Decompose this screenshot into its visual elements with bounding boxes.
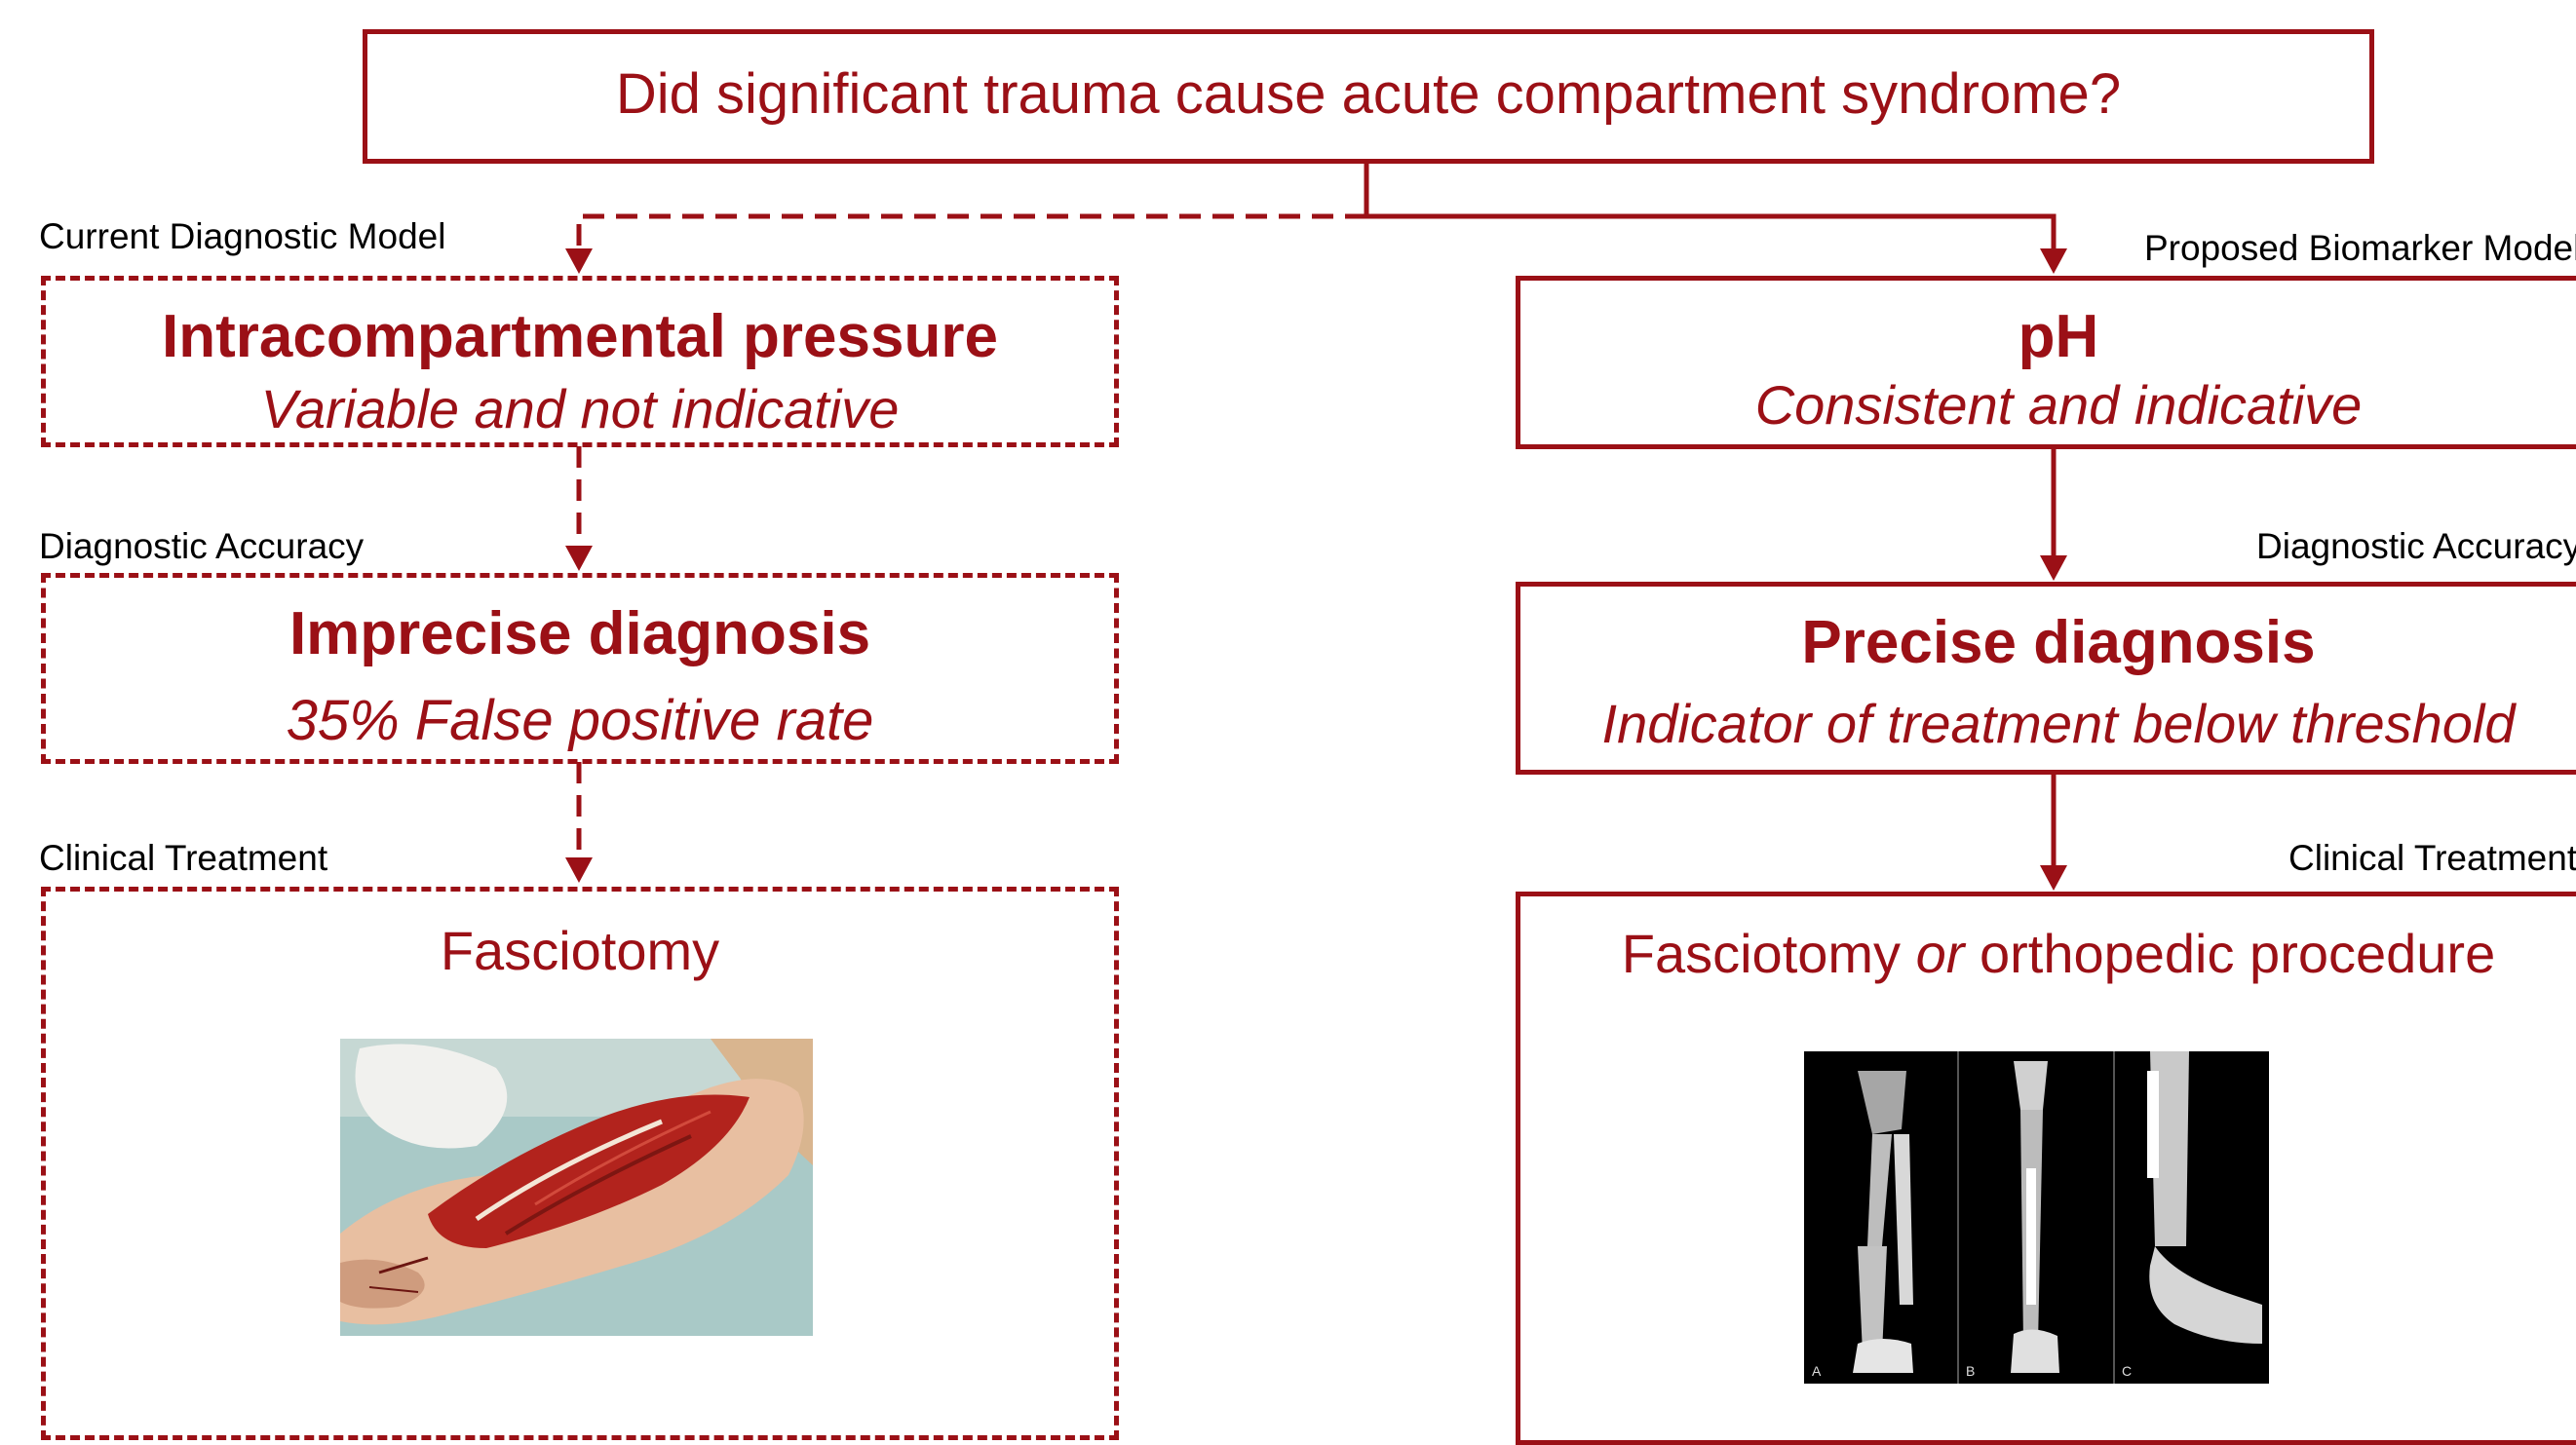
false-positive-text: 35% False positive rate [46, 688, 1114, 753]
pressure-box: Intracompartmental pressure Variable and… [41, 276, 1119, 447]
pressure-title: Intracompartmental pressure [46, 302, 1114, 371]
current-model-label: Current Diagnostic Model [39, 216, 445, 257]
arrowhead-right-3 [2040, 865, 2067, 891]
right-accuracy-label: Diagnostic Accuracy [2256, 526, 2576, 567]
forearm-xray-images: A B C [1804, 1051, 2269, 1384]
threshold-text: Indicator of treatment below threshold [1520, 692, 2576, 755]
orthopedic-title: Fasciotomy or orthopedic procedure [1520, 922, 2576, 985]
question-text: Did significant trauma cause acute compa… [616, 62, 2121, 126]
left-treatment-label: Clinical Treatment [39, 838, 327, 879]
arrowhead-left-3 [565, 857, 593, 883]
fasciotomy-wound-photo [340, 1039, 813, 1336]
question-box: Did significant trauma cause acute compa… [363, 29, 2374, 164]
xray-label-b: B [1966, 1363, 1975, 1379]
imprecise-diagnosis-box: Imprecise diagnosis 35% False positive r… [41, 573, 1119, 764]
arrowhead-right-1 [2040, 248, 2067, 274]
ph-subtitle: Consistent and indicative [1520, 373, 2576, 437]
xray-label-c: C [2122, 1363, 2132, 1379]
arrowhead-left-2 [565, 546, 593, 571]
pressure-subtitle: Variable and not indicative [46, 377, 1114, 440]
treatment-or: or [1916, 923, 1965, 984]
treatment-fasciotomy: Fasciotomy [1622, 923, 1916, 984]
ph-title: pH [1520, 302, 2576, 371]
right-treatment-label: Clinical Treatment [2288, 838, 2576, 879]
xray-label-a: A [1812, 1363, 1822, 1379]
arrowhead-left-1 [565, 248, 593, 274]
proposed-model-label: Proposed Biomarker Model [2144, 228, 2576, 269]
fasciotomy-title: Fasciotomy [46, 919, 1114, 982]
imprecise-diagnosis-title: Imprecise diagnosis [46, 599, 1114, 668]
precise-diagnosis-title: Precise diagnosis [1520, 608, 2576, 677]
treatment-ortho: orthopedic procedure [1964, 923, 2495, 984]
left-accuracy-label: Diagnostic Accuracy [39, 526, 364, 567]
arrowhead-right-2 [2040, 555, 2067, 581]
ph-box: pH Consistent and indicative [1516, 276, 2576, 449]
precise-diagnosis-box: Precise diagnosis Indicator of treatment… [1516, 582, 2576, 775]
